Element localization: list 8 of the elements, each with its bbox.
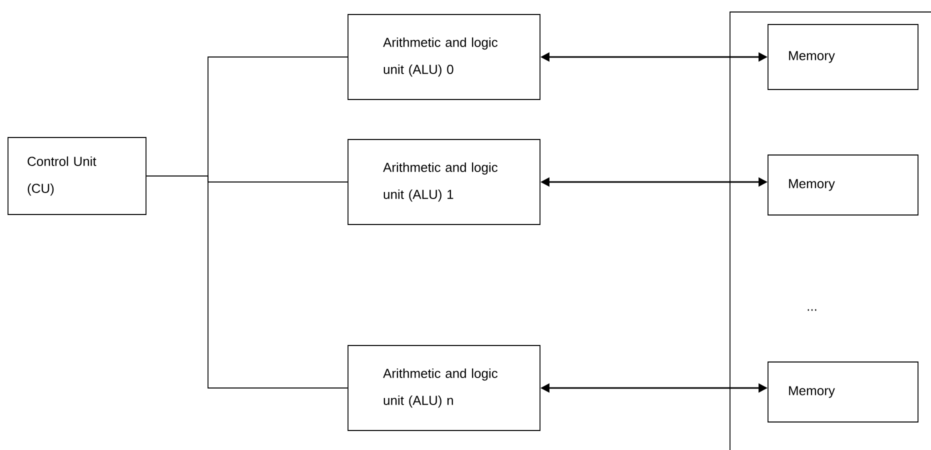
box: Memory [768, 362, 918, 422]
box: Arithmetic and logic unit (ALU) n [348, 345, 540, 431]
box: Memory [768, 154, 918, 216]
box: Arithmetic and logic unit (ALU) 1 [348, 139, 540, 225]
box: Arithmetic and logic unit (ALU) 0 [348, 14, 540, 100]
ellipsis-label: ... [808, 309, 816, 311]
box: Memory [768, 24, 918, 90]
box: Control Unit (CU) [8, 137, 146, 215]
